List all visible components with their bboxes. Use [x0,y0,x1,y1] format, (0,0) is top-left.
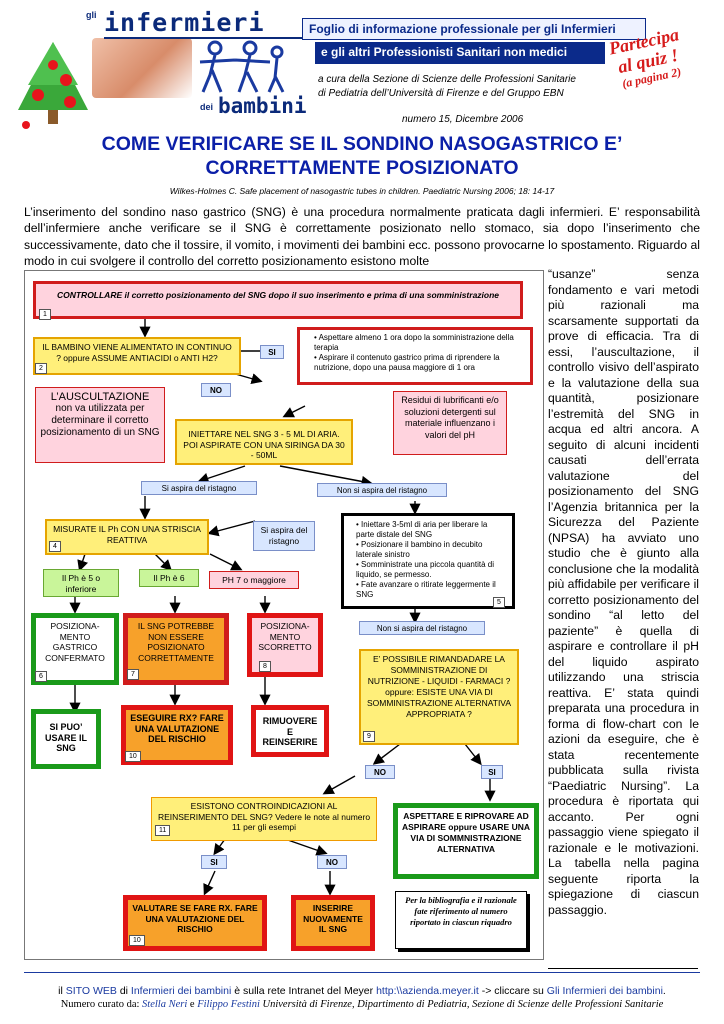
step-number: 11 [155,825,170,836]
aspirate-yes: Si aspira del ristagno [141,481,257,495]
step-11-contraindications: ESISTONO CONTROINDICAZIONI AL REINSERIME… [151,797,377,841]
curated-line-1: a cura della Sezione di Scienze delle Pr… [318,74,598,85]
side-paragraph: “usanze” senza fondamento e vari metodi … [548,267,699,967]
logo-underline [104,37,304,39]
yes-label: SI [260,345,284,359]
title-line-2: CORRETTAMENTE POSIZIONATO [20,156,704,180]
bibliography-note: Per la bibliografia e il razionale fate … [395,891,527,949]
aspirate-no-2: Non si aspira del ristagno [359,621,485,635]
footer-line-2: Numero curato da: Stella Neri e Filippo … [24,998,700,1012]
wait-item-1: • Aspettare almeno 1 ora dopo la sommini… [314,333,525,353]
intranet-url[interactable]: http:\\azienda.meyer.it [376,985,479,997]
wait-item-2: • Aspirare il contenuto gastrico prima d… [314,353,525,373]
curator-name-2: Filippo Festini [197,999,260,1010]
reinsert-sng: INSERIRE NUOVAMENTE IL SNG [291,895,375,951]
no-label-2: NO [365,765,395,779]
flowchart: CONTROLLARE il corretto posizionamento d… [24,270,544,960]
children-figures-icon [195,40,290,95]
step-number: 9 [363,731,375,742]
footer-line-1: il SITO WEB di Infermieri dei bambini è … [24,984,700,998]
aspirate-no: Non si aspira del ristagno [317,483,447,497]
reposition-item: • Fate avanzare o ritirate leggermente i… [356,580,507,600]
logo-gli: gli [86,10,97,20]
step-number: 6 [35,671,47,682]
logo-dei: dei [200,102,213,112]
can-use-sng: SI PUO’ USARE IL SNG [31,709,101,769]
remove-reinsert: RIMUOVERE E REINSERIRE [251,705,329,757]
baby-photo [92,38,192,98]
footer: il SITO WEB di Infermieri dei bambini è … [24,984,700,1012]
step-number: 5 [493,597,505,608]
wait-instructions: • Aspettare almeno 1 ora dopo la sommini… [297,327,533,385]
step-1-control: CONTROLLARE il corretto posizionamento d… [33,281,523,319]
article-title: COME VERIFICARE SE IL SONDINO NASOGASTRI… [20,132,704,180]
step-number: 2 [35,363,47,374]
header-bar-2: e gli altri Professionisti Sanitari non … [315,42,605,64]
reposition-item: • Posizionare il bambino in decubito lat… [356,540,507,560]
step-number: 1 [39,309,51,320]
yes-label-3: SI [201,855,227,869]
title-line-1: COME VERIFICARE SE IL SONDINO NASOGASTRI… [20,132,704,156]
step-2-feeding-question: IL BAMBINO VIENE ALIMENTATO IN CONTINUO … [33,337,241,375]
ph-6: Il Ph è 6 [139,569,199,587]
step-3-inject-air: INIETTARE NEL SNG 3 - 5 ML DI ARIA. POI … [175,419,353,465]
step-number: 10 [129,935,145,946]
issue-number: numero 15, Dicembre 2006 [402,114,523,125]
step-number: 4 [49,541,61,552]
curator-name-1: Stella Neri [142,999,187,1010]
auscultation-warning: L’AUSCULTAZIONE non va utilizzata per de… [35,387,165,463]
site-link[interactable]: SITO WEB [66,985,117,997]
wait-retry: ASPETTARE E RIPROVARE AD ASPIRARE oppure… [393,803,539,879]
ph-5-or-lower: Il Ph è 5 o inferiore [43,569,119,597]
curated-line-2: di Pediatria dell’Università di Firenze … [318,88,598,99]
yes-label-2: SI [481,765,503,779]
reposition-item: • Somministrate una piccola quantità di … [356,560,507,580]
infermieri-link[interactable]: Infermieri dei bambini [131,985,231,997]
step-5-reposition: • Iniettare 3-5ml di aria per liberare l… [341,513,515,609]
header: gli infermieri dei bambini Foglio di inf… [0,0,724,130]
side-underline [548,968,698,969]
citation: Wilkes-Holmes C. Safe placement of nasog… [20,186,704,196]
no-label-3: NO [317,855,347,869]
intro-paragraph: L’inserimento del sondino naso gastrico … [24,204,700,269]
step-number: 7 [127,669,139,680]
residue-warning: Residui di lubrificanti e/o soluzioni de… [393,391,507,455]
gli-infermieri-link[interactable]: Gli Infermieri dei bambini [547,985,663,997]
aspirate-yes-2: Si aspira del ristagno [253,521,315,551]
logo-bambini: bambini [218,94,307,118]
step-4-measure-ph: MISURATE IL Ph CON UNA STRISCIA REATTIVA [45,519,209,555]
ph-7-or-more: PH 7 o maggiore [209,571,299,589]
step-number: 10 [125,751,141,762]
footer-divider [24,972,700,973]
no-label: NO [201,383,231,397]
step-9-postpone: E’ POSSIBILE RIMANDADARE LA SOMMINISTRAZ… [359,649,519,745]
reposition-item: • Iniettare 3-5ml di aria per liberare l… [356,520,507,540]
christmas-tree-icon [8,40,98,130]
step-number: 8 [259,661,271,672]
header-bar-1: Foglio di informazione professionale per… [302,18,646,40]
logo-infermieri: infermieri [104,8,265,37]
